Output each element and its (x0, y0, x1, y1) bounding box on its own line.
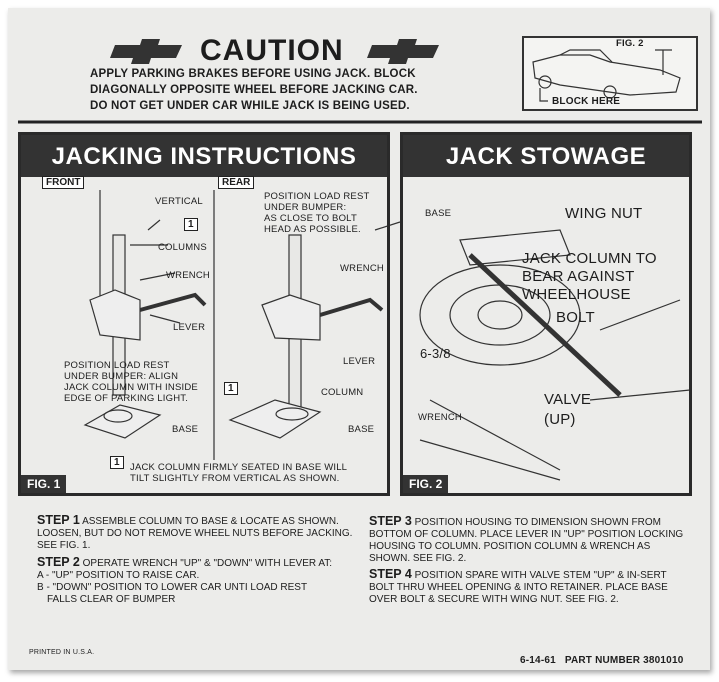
note-line: UNDER BUMPER: ALIGN (64, 371, 179, 382)
front-tag: FRONT (42, 176, 85, 189)
block-here-label: BLOCK HERE (552, 96, 621, 107)
footnote-line: TILT SLIGHTLY FROM VERTICAL AS SHOWN. (130, 473, 340, 484)
step-sub: FALLS CLEAR OF BUMPER (47, 594, 176, 605)
label-wrench: WRENCH (418, 412, 462, 423)
label-bolt: BOLT (556, 309, 595, 326)
jack-stowage-drawing (419, 229, 691, 481)
label-lever: LEVER (173, 322, 206, 333)
step-text: ASSEMBLE COLUMN TO BASE & LOCATE AS SHOW… (37, 516, 353, 551)
step-text: POSITION HOUSING TO DIMENSION SHOWN FROM… (369, 517, 684, 564)
jacking-title: JACKING INSTRUCTIONS (21, 135, 387, 177)
note-line: AS CLOSE TO BOLT (264, 213, 357, 224)
label-jack-column: JACK COLUMN TO BEAR AGAINST WHEELHOUSE (522, 250, 657, 304)
marker-1: 1 (110, 456, 124, 469)
date: 6-14-61 (520, 655, 556, 666)
step-3: STEP 3 POSITION HOUSING TO DIMENSION SHO… (369, 515, 689, 565)
inset-fig-label: FIG. 2 (616, 38, 644, 49)
label-line: JACK COLUMN TO (522, 250, 657, 267)
label-dimension: 6-3/8 (420, 346, 451, 361)
jacking-footnote: JACK COLUMN FIRMLY SEATED IN BASE WILL T… (130, 462, 347, 484)
step-label: STEP 2 (37, 555, 80, 569)
note-line: POSITION LOAD REST (264, 191, 370, 202)
note-line: EDGE OF PARKING LIGHT. (64, 393, 189, 404)
label-wrench: WRENCH (166, 270, 210, 281)
label-column-rear: COLUMN (321, 387, 364, 398)
rear-note: POSITION LOAD REST UNDER BUMPER: AS CLOS… (264, 191, 369, 235)
note-line: JACK COLUMN WITH INSIDE (64, 382, 198, 393)
footnote-line: JACK COLUMN FIRMLY SEATED IN BASE WILL (130, 462, 348, 473)
step-4: STEP 4 POSITION SPARE WITH VALVE STEM "U… (369, 568, 689, 606)
label-line: VALVE (544, 391, 592, 408)
label-base: BASE (425, 208, 452, 219)
stowage-title: JACK STOWAGE (403, 135, 689, 177)
marker-1: 1 (184, 218, 198, 231)
note-line: UNDER BUMPER: (264, 202, 347, 213)
printed-in-usa: PRINTED IN U.S.A. (29, 649, 95, 656)
step-2: STEP 2 OPERATE WRENCH "UP" & "DOWN" WITH… (37, 556, 357, 606)
jacking-instructions-panel: JACKING INSTRUCTIONS FIG. 1 (18, 132, 390, 496)
step-sub: A - "UP" POSITION TO RAISE CAR. (37, 570, 200, 581)
marker-1: 1 (224, 382, 238, 395)
warning-line: APPLY PARKING BRAKES BEFORE USING JACK. … (90, 68, 416, 80)
chevrolet-bowtie-logo-left (110, 39, 182, 64)
car-illustration (532, 49, 681, 102)
step-1: STEP 1 ASSEMBLE COLUMN TO BASE & LOCATE … (37, 514, 357, 552)
step-sub: B - "DOWN" POSITION TO LOWER CAR UNTI LO… (37, 582, 308, 593)
fig2-label: FIG. 2 (403, 475, 449, 493)
front-note: POSITION LOAD REST UNDER BUMPER: ALIGN J… (64, 360, 198, 404)
step-label: STEP 1 (37, 513, 80, 527)
fig1-label: FIG. 1 (21, 475, 67, 493)
warning-line: DIAGONALLY OPPOSITE WHEEL BEFORE JACKING… (90, 84, 418, 96)
label-wing-nut: WING NUT (565, 205, 643, 222)
label-line: (UP) (544, 411, 576, 428)
step-label: STEP 3 (369, 514, 412, 528)
label-base-rear: BASE (348, 424, 375, 435)
warning-line: DO NOT GET UNDER CAR WHILE JACK IS BEING… (90, 100, 410, 112)
part-number-line: 6-14-61 PART NUMBER 3801010 (520, 655, 683, 666)
note-line: HEAD AS POSSIBLE. (264, 224, 361, 235)
chevrolet-bowtie-logo-right (367, 39, 439, 64)
label-wrench-rear: WRENCH (340, 263, 384, 274)
jack-stowage-panel: JACK STOWAGE FIG. 2 (400, 132, 692, 496)
jack-front-rear-drawing (83, 190, 401, 460)
part-number: PART NUMBER 3801010 (564, 655, 684, 666)
label-vertical: VERTICAL (155, 196, 203, 207)
label-columns: COLUMNS (158, 242, 207, 253)
step-label: STEP 4 (369, 567, 412, 581)
label-line: WHEELHOUSE (522, 286, 631, 303)
caution-title: CAUTION (200, 34, 344, 67)
step-text: OPERATE WRENCH "UP" & "DOWN" WITH LEVER … (82, 558, 333, 569)
step-text: POSITION SPARE WITH VALVE STEM "UP" & IN… (369, 570, 668, 605)
label-lever-rear: LEVER (343, 356, 376, 367)
rear-tag: REAR (218, 176, 255, 189)
label-base-front: BASE (172, 424, 199, 435)
warning-text: APPLY PARKING BRAKES BEFORE USING JACK. … (90, 66, 418, 114)
note-line: POSITION LOAD REST (64, 360, 170, 371)
label-line: BEAR AGAINST (522, 268, 635, 285)
label-valve: VALVE (UP) (544, 390, 591, 430)
